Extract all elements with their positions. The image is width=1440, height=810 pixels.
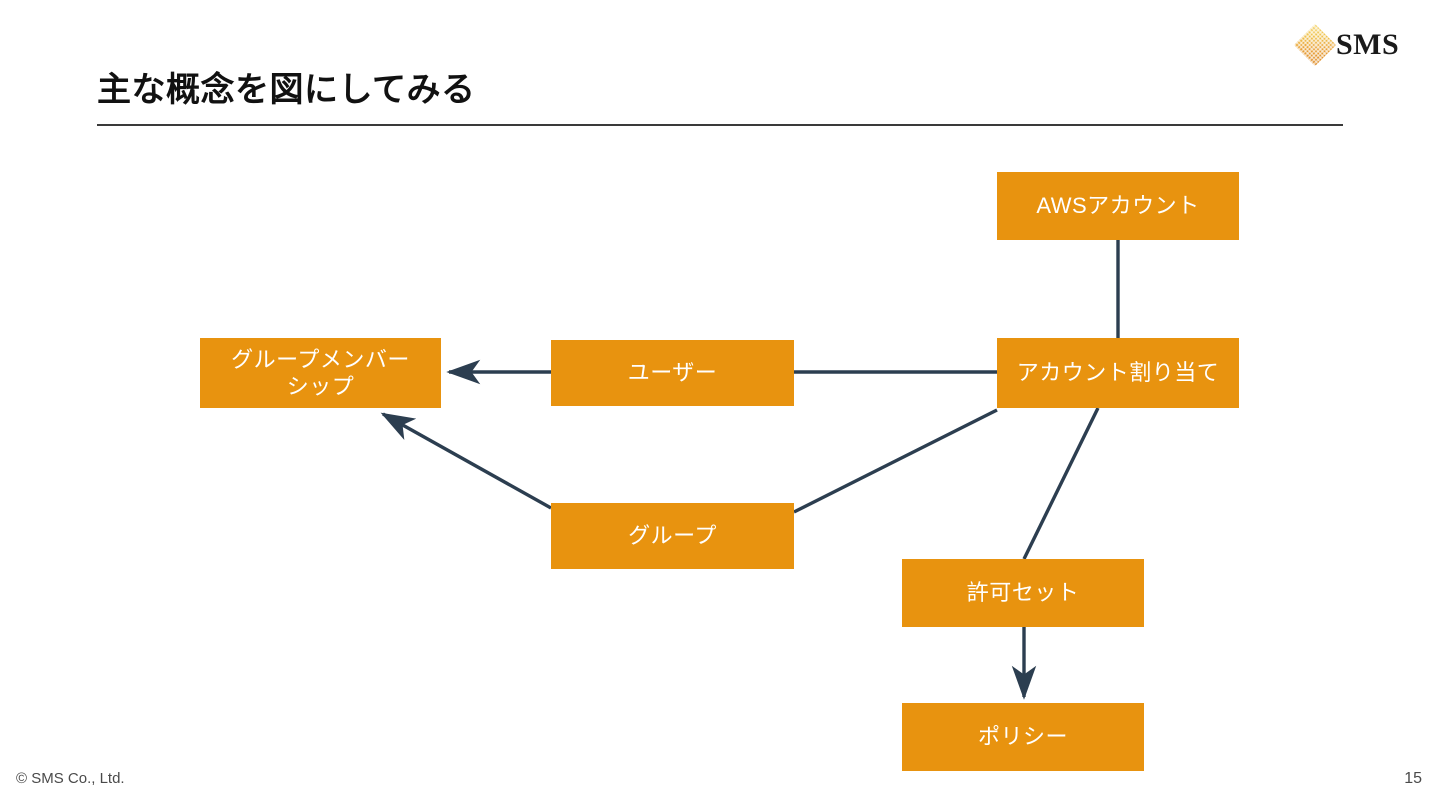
- node-account-assignment[interactable]: アカウント割り当て: [997, 338, 1239, 408]
- page-title: 主な概念を図にしてみる: [97, 71, 476, 109]
- edge-group-to-account-assignment: [793, 408, 998, 514]
- node-policy[interactable]: ポリシー: [902, 703, 1144, 771]
- copyright-notice: © SMS Co., Ltd.: [16, 770, 125, 787]
- node-permission-set[interactable]: 許可セット: [902, 559, 1144, 627]
- sms-logo: SMS: [1293, 23, 1410, 67]
- edge-account-assignment-to-permission-set: [1022, 407, 1100, 560]
- diamond-icon: [1293, 23, 1337, 67]
- page-number: 15: [1404, 770, 1422, 787]
- logo-wordmark: SMS: [1336, 28, 1400, 61]
- node-aws-account[interactable]: AWSアカウント: [997, 172, 1239, 240]
- title-divider: [97, 124, 1343, 126]
- edge-group-to-group-membership: [380, 412, 552, 510]
- node-user[interactable]: ユーザー: [551, 340, 794, 406]
- node-group-membership[interactable]: グループメンバーシップ: [200, 338, 441, 408]
- node-group[interactable]: グループ: [551, 503, 794, 569]
